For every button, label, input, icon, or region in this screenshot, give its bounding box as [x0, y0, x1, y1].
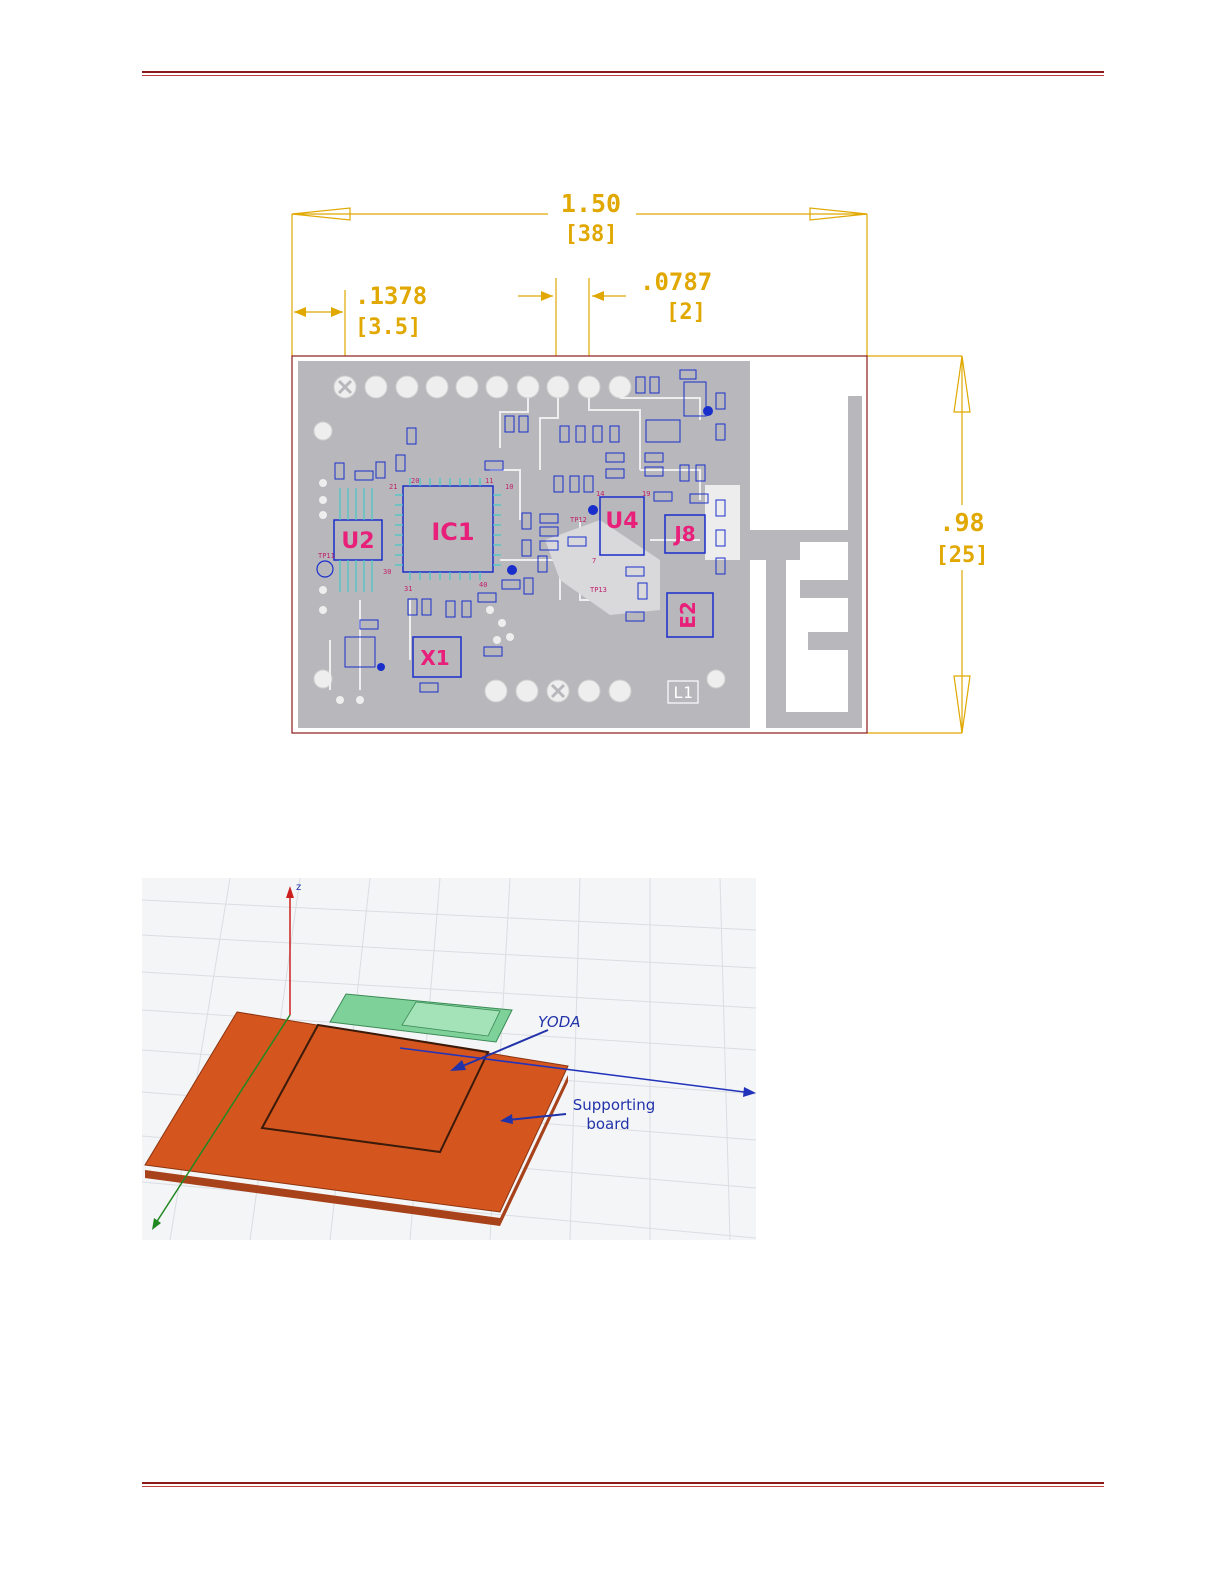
- dim-height-in: .98: [939, 508, 984, 537]
- svg-text:TP12: TP12: [570, 516, 587, 524]
- ref-l1: L1: [673, 683, 692, 702]
- svg-text:21: 21: [389, 483, 397, 491]
- dim-left-in: .1378: [355, 282, 427, 310]
- svg-text:10: 10: [505, 483, 513, 491]
- dim-width-mm: [38]: [565, 222, 618, 247]
- svg-text:11: 11: [485, 477, 493, 485]
- board-pointer-arrow: [508, 1114, 566, 1120]
- board-pointer-head: [500, 1114, 513, 1124]
- x-axis: [400, 1048, 752, 1093]
- dim-height-mm: [25]: [936, 543, 989, 568]
- rf-feed: [705, 485, 740, 560]
- supporting-board-edge: [145, 1075, 568, 1226]
- svg-text:30: 30: [383, 568, 391, 576]
- module-pointer-head: [450, 1060, 466, 1071]
- ref-u4: U4: [605, 509, 638, 534]
- module-label: YODA: [538, 1013, 581, 1031]
- svg-text:7: 7: [592, 557, 596, 565]
- svg-text:19: 19: [642, 490, 650, 498]
- ref-x1: X1: [420, 646, 449, 670]
- z-axis-label: z: [296, 882, 301, 893]
- y-axis: [154, 1015, 290, 1226]
- ref-j8: J8: [672, 522, 695, 546]
- dim-width-in: 1.50: [561, 189, 621, 218]
- footer-rule-top: [142, 1482, 1104, 1484]
- footer-rule-bottom: [142, 1486, 1104, 1487]
- model3d-background: [142, 878, 756, 1240]
- module-pointer-arrow: [458, 1030, 548, 1068]
- dim-pitch-in: .0787: [640, 268, 712, 296]
- svg-text:TP11: TP11: [318, 552, 335, 560]
- antenna-gap: [786, 655, 848, 712]
- ref-u2: U2: [341, 529, 374, 554]
- ref-ic1: IC1: [431, 518, 474, 546]
- board-label-line2: board: [586, 1115, 629, 1133]
- pcb-drawing: 1.50 [38] .1378 [3.5] .0787 [2] .98 [25]: [0, 0, 1225, 780]
- z-axis-arrow: [286, 886, 294, 898]
- dim-pitch-mm: [2]: [666, 300, 706, 325]
- board-label-line1: Supporting: [573, 1096, 656, 1114]
- model3d-grid: [142, 878, 756, 1240]
- svg-text:14: 14: [596, 490, 604, 498]
- y-axis-arrow: [152, 1218, 161, 1230]
- svg-text:TP13: TP13: [590, 586, 607, 594]
- ref-e2: E2: [676, 601, 700, 629]
- svg-text:40: 40: [479, 581, 487, 589]
- dim-left-mm: [3.5]: [355, 315, 421, 340]
- dimension-arrowheads: [294, 291, 604, 317]
- module-footprint: [262, 1025, 488, 1152]
- svg-text:31: 31: [404, 585, 412, 593]
- module-body: [330, 994, 512, 1042]
- supporting-board: [145, 1012, 568, 1212]
- module-antenna-area: [402, 1002, 500, 1036]
- svg-text:20: 20: [411, 477, 419, 485]
- x-axis-arrow: [743, 1087, 756, 1097]
